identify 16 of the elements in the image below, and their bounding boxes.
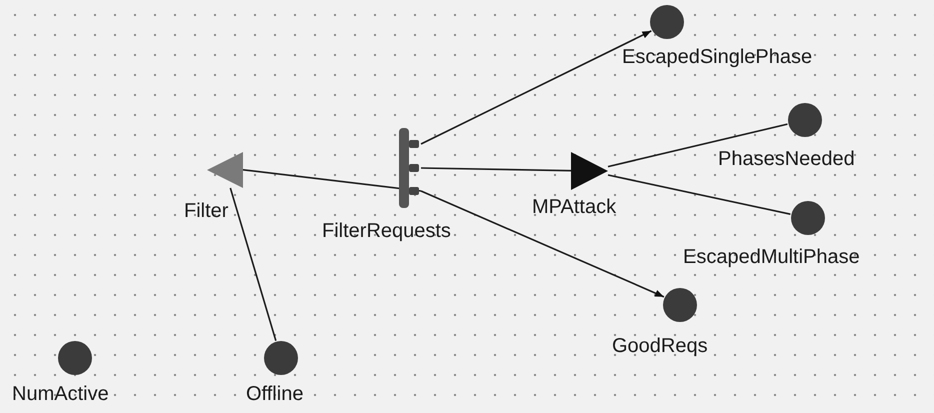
arrow (420, 190, 664, 298)
place-label: PhasesNeeded (718, 148, 855, 170)
arrow (420, 30, 652, 145)
place-label: FilterRequests (322, 220, 451, 242)
connector-line (420, 167, 572, 172)
place-label: EscapedSinglePhase (622, 46, 812, 68)
connector-line (242, 169, 422, 192)
place-label: Offline (246, 383, 304, 405)
connector-line (608, 123, 788, 168)
connector-line (230, 188, 277, 341)
place-label: Filter (184, 200, 228, 222)
connector-line (608, 174, 791, 215)
place-label: NumActive (12, 383, 109, 405)
place-label: GoodReqs (612, 335, 708, 357)
place-label: EscapedMultiPhase (683, 246, 860, 268)
place-label: MPAttack (532, 196, 616, 218)
